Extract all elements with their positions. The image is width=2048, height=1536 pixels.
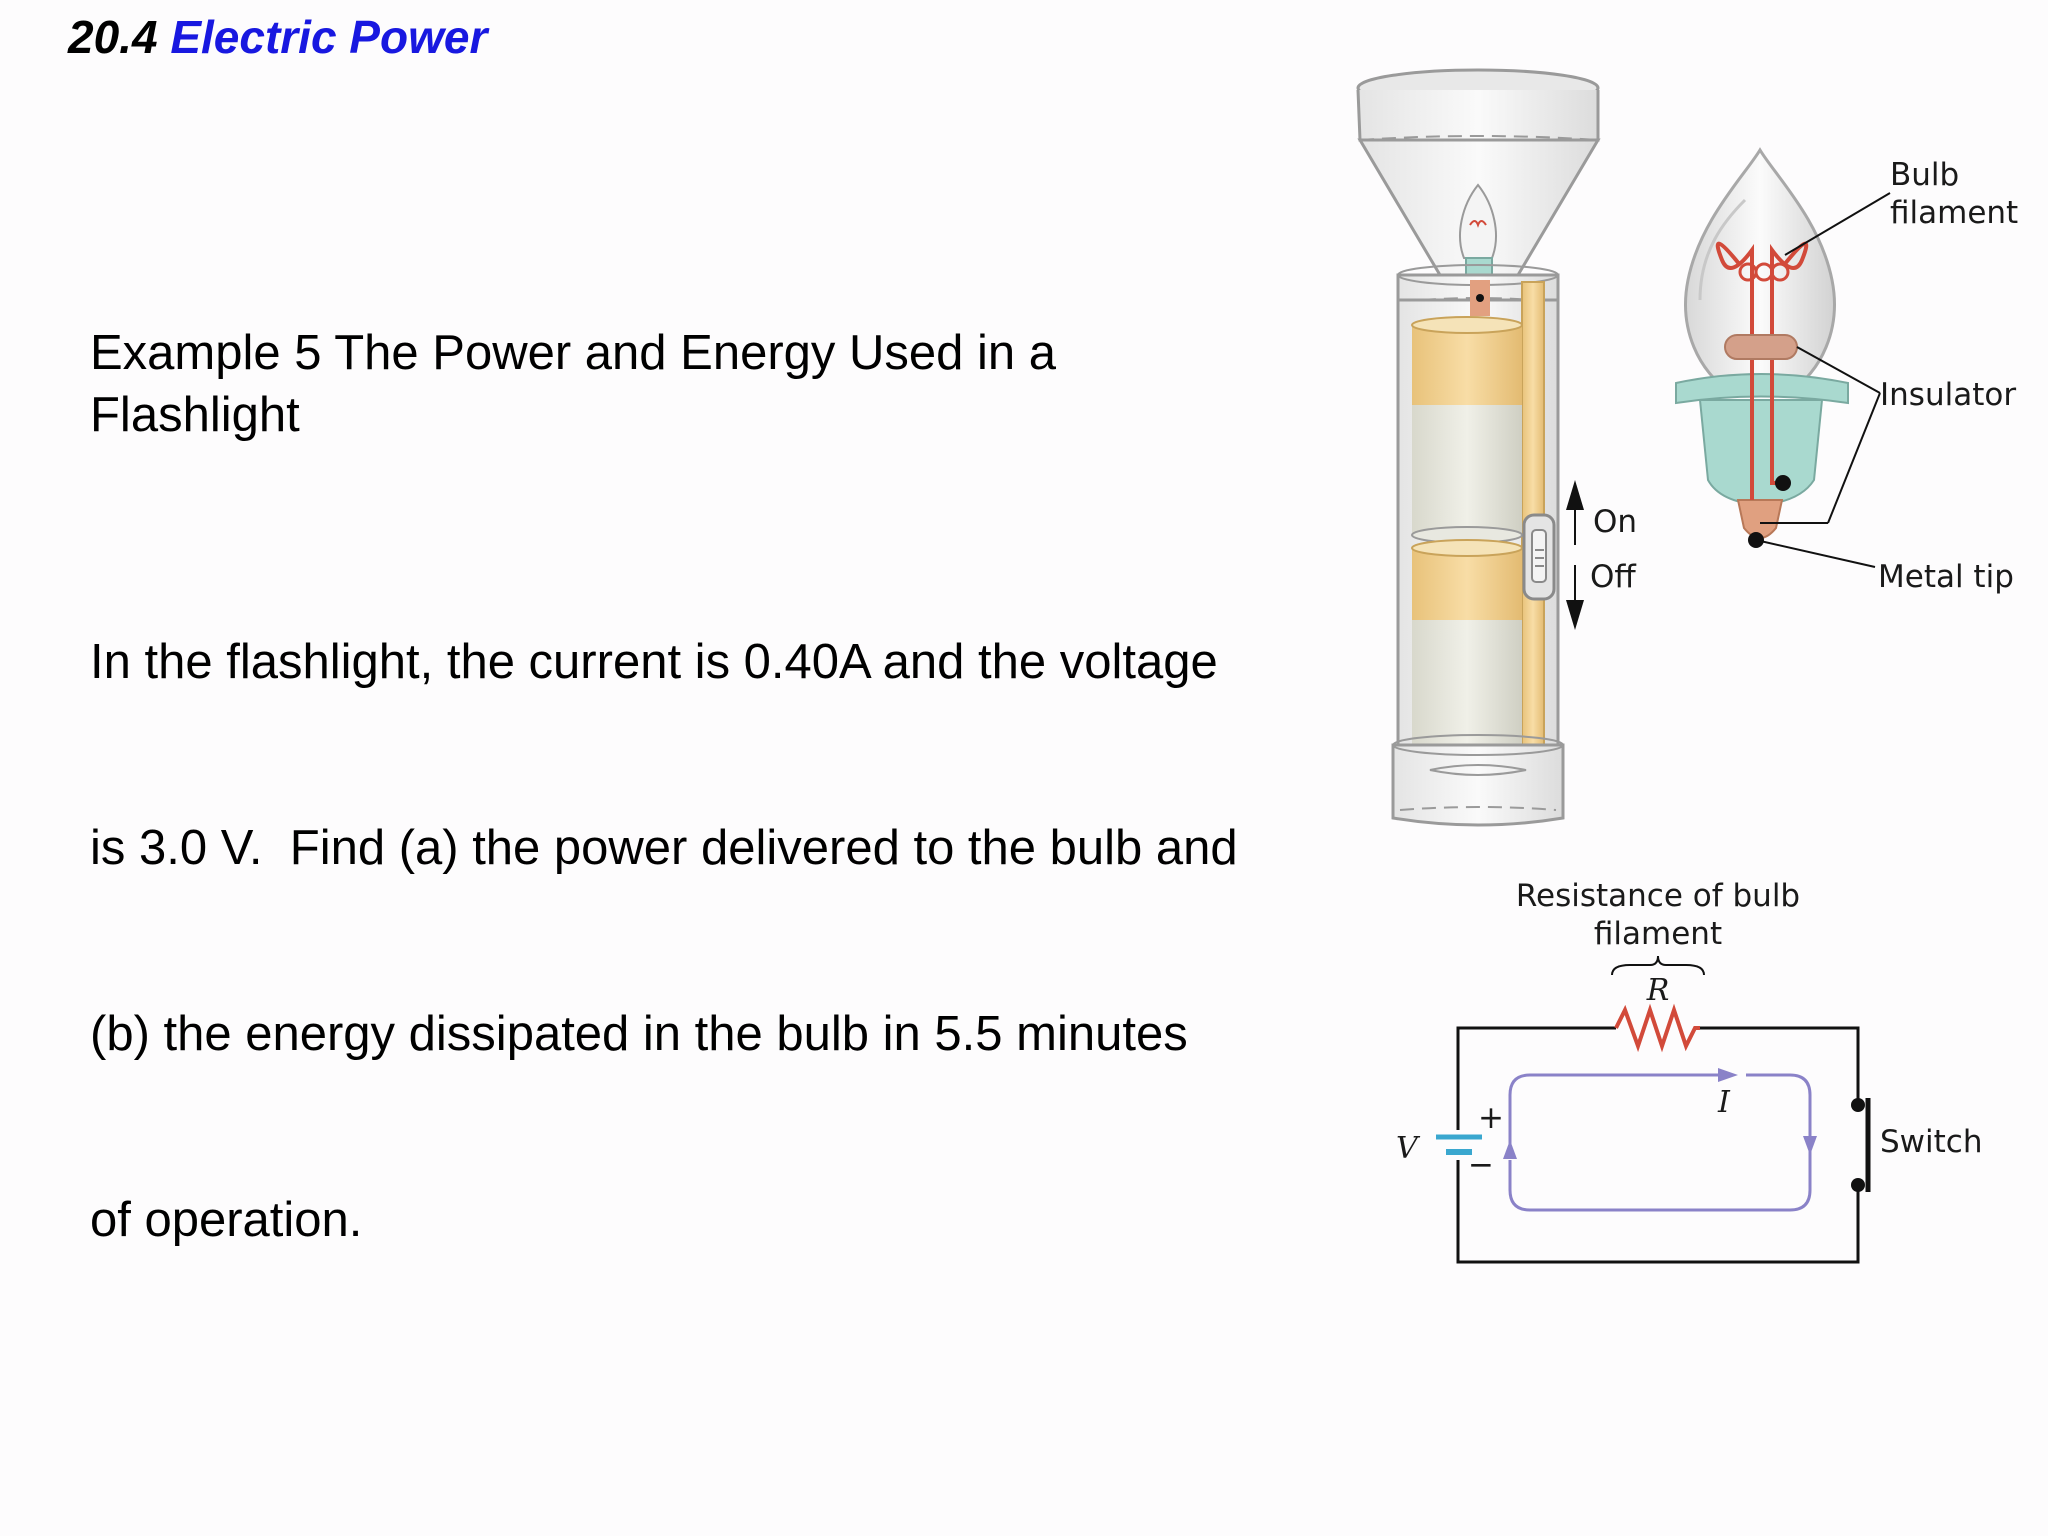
circuit-switch <box>1851 1098 1871 1192</box>
on-off-arrows <box>1566 480 1584 630</box>
metal-tip-label: Metal tip <box>1878 559 2014 595</box>
resistance-label: filament <box>1594 916 1722 952</box>
slide-switch <box>1522 513 1556 601</box>
problem-line: (b) the energy dissipated in the bulb in… <box>90 1007 1188 1061</box>
resistance-label: Resistance of bulb <box>1516 878 1800 914</box>
circuit-diagram: Resistance of bulb filament R + − V Swit… <box>1396 878 1983 1264</box>
resistor <box>1614 1003 1700 1053</box>
insulator-label: Insulator <box>1880 377 2016 413</box>
minus-sign: − <box>1468 1147 1494 1183</box>
bulb-filament-label: filament <box>1890 195 2018 231</box>
current-arrow-icon <box>1503 1140 1517 1159</box>
metal-tip <box>1736 499 1784 539</box>
switch-on-label: On <box>1593 504 1637 540</box>
section-number: 20.4 <box>68 11 158 63</box>
slide-title: 20.4 Electric Power <box>68 10 487 64</box>
arrow-down-icon <box>1566 600 1584 630</box>
problem-line: of operation. <box>90 1193 363 1247</box>
bulb-base <box>1698 399 1824 507</box>
current-symbol: I <box>1717 1085 1731 1120</box>
spring <box>1429 764 1527 776</box>
bulb-filament-label: Bulb <box>1890 157 1959 193</box>
brace <box>1611 955 1705 976</box>
battery-cell <box>1411 539 1523 764</box>
insulator-bead <box>1724 334 1798 360</box>
example-heading-line: Example 5 The Power and Energy Used in a <box>90 326 1057 380</box>
battery-symbol <box>1436 1134 1482 1155</box>
switch-off-label: Off <box>1590 559 1636 595</box>
filament-coil <box>1738 262 1790 282</box>
problem-statement: In the flashlight, the current is 0.40A … <box>90 507 1340 1313</box>
example-heading: Example 5 The Power and Energy Used in a… <box>90 322 1210 446</box>
problem-line: In the flashlight, the current is 0.40A … <box>90 635 1218 689</box>
switch-label: Switch <box>1880 1124 1983 1160</box>
battery-cell <box>1411 316 1523 544</box>
flashlight-illustration: On Off <box>1356 68 1637 827</box>
bulb-detail-illustration: Bulb filament Insulator Metal tip <box>1675 147 2018 595</box>
section-title: Electric Power <box>170 11 488 63</box>
plus-sign: + <box>1478 1100 1504 1136</box>
current-arrow-icon <box>1718 1068 1738 1082</box>
resistor-symbol: R <box>1646 973 1670 1008</box>
current-arrow-icon <box>1803 1136 1817 1155</box>
arrow-up-icon <box>1566 480 1584 510</box>
example-heading-line: Flashlight <box>90 388 300 442</box>
flashlight-small-bulb <box>1459 183 1497 281</box>
voltage-symbol: V <box>1396 1131 1421 1166</box>
current-path <box>1508 1073 1720 1150</box>
problem-line: is 3.0 V. Find (a) the power delivered t… <box>90 821 1238 875</box>
